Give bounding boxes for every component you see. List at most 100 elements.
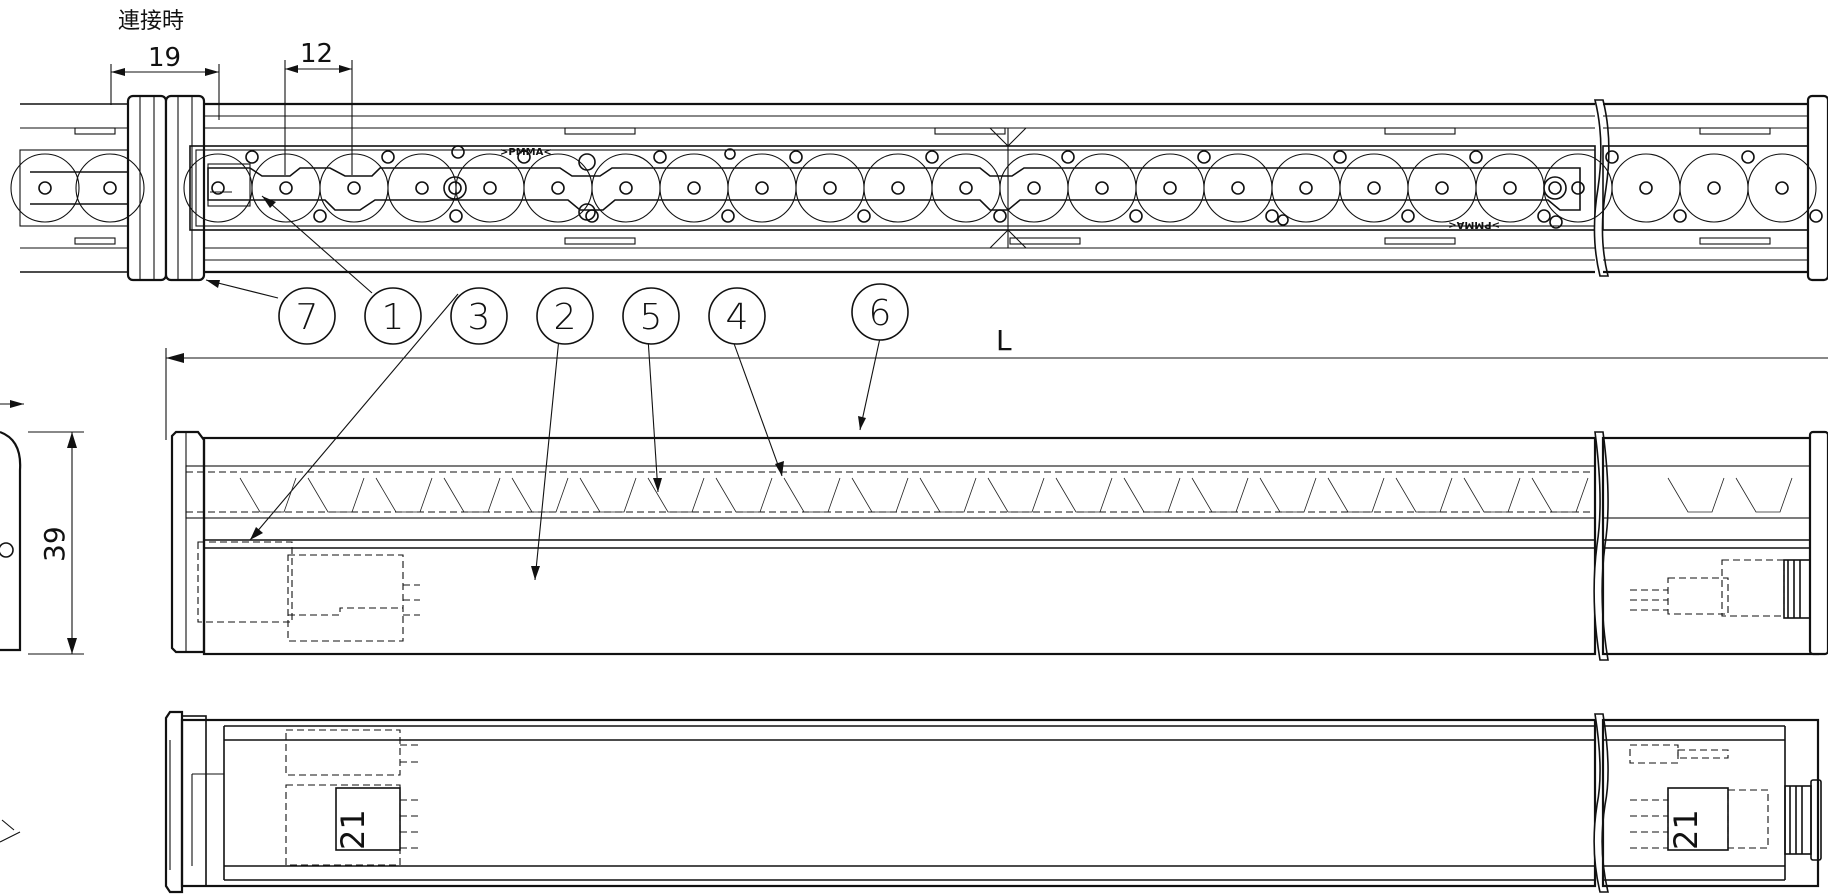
lens-cone [1667, 477, 1725, 513]
lens-cone [919, 477, 977, 513]
lens-circle [1679, 153, 1749, 223]
screw-dot [1197, 150, 1211, 164]
pmma-mark-bottom: >PMMA< [1448, 219, 1500, 230]
lens-circle [1271, 153, 1341, 223]
bottom-connector-digits-right: 21 [1667, 809, 1705, 850]
svg-text:1: 1 [382, 297, 405, 338]
led-lens-row [38, 150, 1823, 223]
led-dot [687, 181, 701, 195]
led-dot [211, 181, 225, 195]
screw-dot [1401, 209, 1415, 223]
lens-cones [239, 477, 1793, 513]
connection-note: 連接時 [118, 9, 184, 34]
led-dot [959, 181, 973, 195]
lens-circle [387, 153, 457, 223]
lens-circle [999, 153, 1069, 223]
lens-cone [1531, 477, 1589, 513]
svg-text:2: 2 [554, 297, 577, 338]
lens-circle [1135, 153, 1205, 223]
side-view [170, 430, 1828, 661]
led-dot [1435, 181, 1449, 195]
svg-text:5: 5 [640, 297, 663, 338]
lens-circle [727, 153, 797, 223]
lens-cone [511, 477, 569, 513]
led-dot [1095, 181, 1109, 195]
led-dot [755, 181, 769, 195]
lens-circle [523, 153, 593, 223]
led-dot [551, 181, 565, 195]
lens-cone [375, 477, 433, 513]
lens-cone [579, 477, 637, 513]
led-dot [1299, 181, 1313, 195]
screw-dot [1333, 150, 1347, 164]
led-dot [103, 181, 117, 195]
callout-4: 4 [708, 287, 766, 345]
led-dot [1027, 181, 1041, 195]
screw-dot [857, 209, 871, 223]
screw-dot [1061, 150, 1075, 164]
lens-circle [1203, 153, 1273, 223]
lens-circle [1067, 153, 1137, 223]
svg-text:4: 4 [726, 297, 749, 338]
led-dot [619, 181, 633, 195]
screw-dot [245, 150, 259, 164]
screw-dot [993, 209, 1007, 223]
lens-cone [1191, 477, 1249, 513]
lens-circle [1747, 153, 1817, 223]
pmma-mark-top: >PMMA< [500, 147, 552, 158]
led-dot [38, 181, 52, 195]
screw-dot [925, 150, 939, 164]
led-dot [1775, 181, 1789, 195]
lens-circle [319, 153, 389, 223]
lens-cone [239, 477, 297, 513]
lens-cone [1259, 477, 1317, 513]
top-dimension-group: 連接時 19 12 [110, 9, 353, 175]
led-dot [279, 181, 293, 195]
lens-circle [659, 153, 729, 223]
lens-cone [987, 477, 1045, 513]
dim-19: 19 [148, 43, 181, 73]
lens-cone [783, 477, 841, 513]
lens-cone [715, 477, 773, 513]
screw-dot [1537, 209, 1551, 223]
screw-dot [789, 150, 803, 164]
svg-text:7: 7 [296, 297, 319, 338]
length-dimension: L [165, 324, 1828, 440]
screw-dot [1741, 150, 1755, 164]
led-dot [1707, 181, 1721, 195]
lens-cone [1123, 477, 1181, 513]
screw-dot [381, 150, 395, 164]
callouts: 7 1 3 2 5 4 6 [205, 195, 909, 581]
screw-dot [1129, 209, 1143, 223]
callout-7: 7 [278, 287, 336, 345]
led-dot [1571, 181, 1585, 195]
end-view: 39 [0, 400, 84, 843]
lens-circle [1475, 153, 1545, 223]
svg-text:6: 6 [869, 293, 892, 334]
callout-6: 6 [851, 283, 909, 341]
led-dot [1639, 181, 1653, 195]
led-dot [823, 181, 837, 195]
led-dot [1503, 181, 1517, 195]
lens-circle [591, 153, 661, 223]
dim-length: L [996, 324, 1012, 357]
lens-cone [1735, 477, 1793, 513]
bottom-connector-digits-left: 21 [334, 809, 372, 850]
lens-circle [795, 153, 865, 223]
lens-circle [1339, 153, 1409, 223]
led-dot [891, 181, 905, 195]
callout-3: 3 [450, 287, 508, 345]
led-dot [347, 181, 361, 195]
lens-cone [1463, 477, 1521, 513]
screw-dot [1265, 209, 1279, 223]
dim-39: 39 [38, 526, 71, 562]
lens-cone [647, 477, 705, 513]
dim-12: 12 [300, 39, 333, 69]
lens-circle [1407, 153, 1477, 223]
led-dot [415, 181, 429, 195]
led-dot [1231, 181, 1245, 195]
lens-circle [931, 153, 1001, 223]
screw-dot [449, 209, 463, 223]
screw-dot [313, 209, 327, 223]
